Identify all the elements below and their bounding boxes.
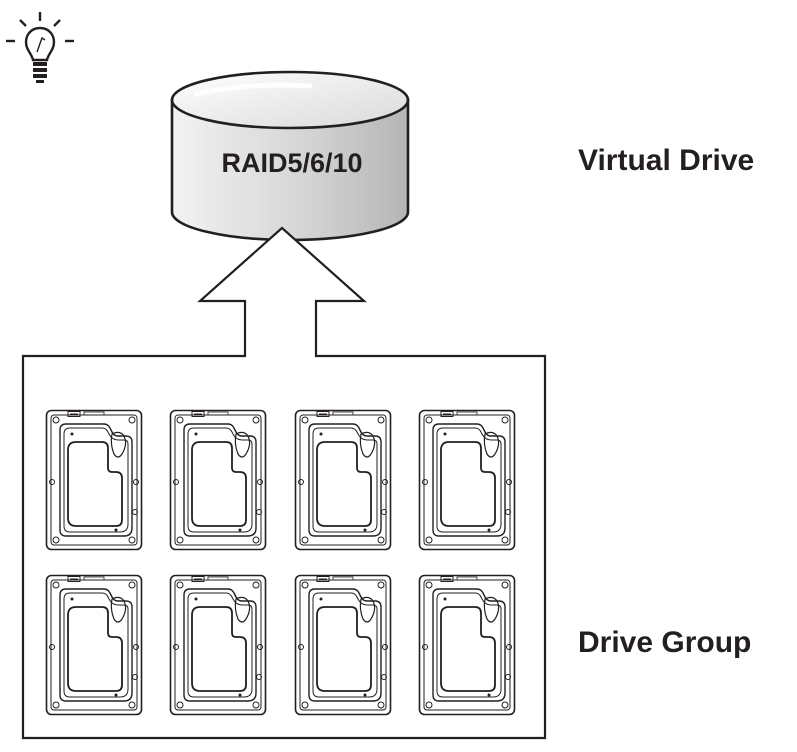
lightbulb-icon (6, 12, 74, 83)
hard-drive-icon (418, 574, 516, 716)
cylinder-label: RAID5/6/10 (221, 148, 362, 178)
drive-group-label: Drive Group (578, 626, 751, 659)
hard-drive-icon (169, 574, 267, 716)
hard-drive-icon (418, 409, 516, 551)
drive-group-box (21, 226, 547, 740)
hard-drive-icon (45, 409, 143, 551)
virtual-drive-cylinder: RAID5/6/10 (170, 70, 410, 242)
hard-drive-icon (45, 574, 143, 716)
hard-drive-icon (169, 409, 267, 551)
hard-drive-icon (294, 409, 392, 551)
virtual-drive-label: Virtual Drive (578, 144, 754, 177)
hard-drive-icon (294, 574, 392, 716)
